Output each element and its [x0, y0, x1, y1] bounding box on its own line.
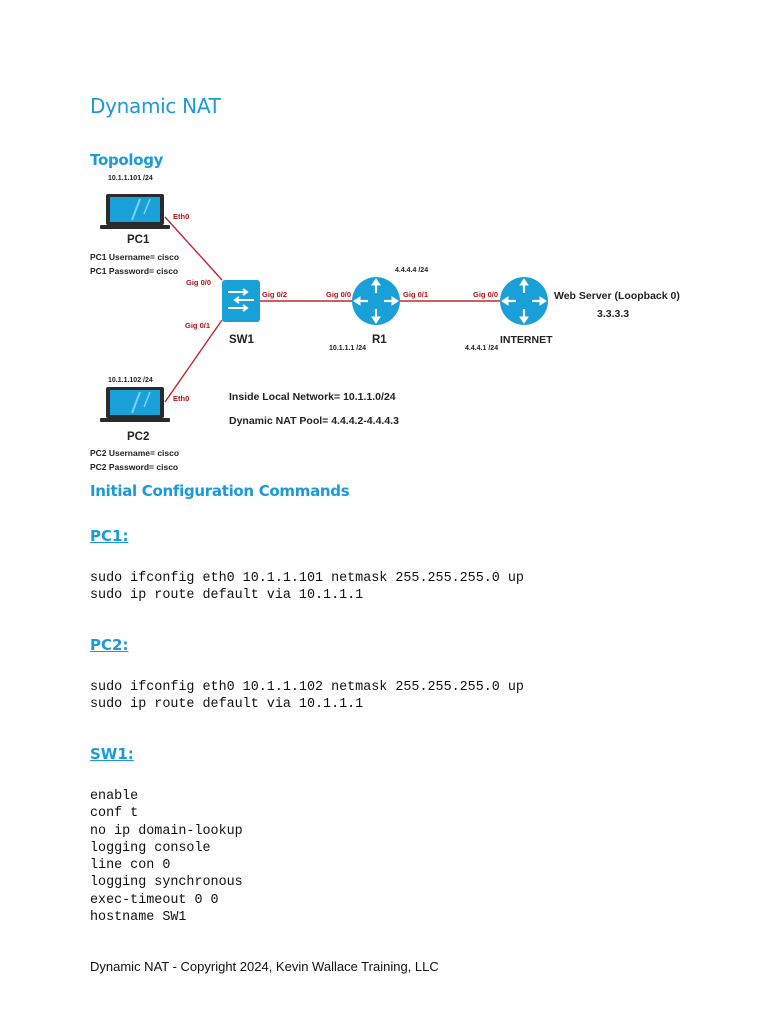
- sw1-port-r1-label: Gig 0/2: [262, 290, 287, 299]
- pc1-username-label: PC1 Username= cisco: [90, 252, 179, 262]
- section-label-sw1: SW1:: [90, 745, 134, 763]
- router-internet-icon: [500, 277, 548, 325]
- topology-diagram: 10.1.1.101 /24 PC1 PC1 Username= cisco P…: [90, 175, 680, 472]
- inside-network-note: Inside Local Network= 10.1.1.0/24: [229, 391, 396, 403]
- pc1-password-label: PC1 Password= cisco: [90, 266, 178, 276]
- page-title: Dynamic NAT: [90, 94, 221, 118]
- initial-config-heading: Initial Configuration Commands: [90, 482, 350, 500]
- sw1-port-pc2-label: Gig 0/1: [185, 321, 210, 330]
- switch-icon: [222, 280, 260, 322]
- network-links: [164, 216, 500, 403]
- internet-name-label: INTERNET: [500, 334, 553, 346]
- pc1-laptop-icon: [100, 194, 170, 229]
- section-label-pc1: PC1:: [90, 527, 129, 545]
- code-block-pc2: sudo ifconfig eth0 10.1.1.102 netmask 25…: [90, 680, 524, 713]
- topology-heading: Topology: [90, 151, 164, 169]
- pc2-username-label: PC2 Username= cisco: [90, 448, 179, 458]
- internet-port-label: Gig 0/0: [473, 290, 498, 299]
- pc1-interface-label: Eth0: [173, 212, 189, 221]
- page-footer: Dynamic NAT - Copyright 2024, Kevin Wall…: [90, 959, 439, 974]
- pc1-name-label: PC1: [127, 234, 150, 246]
- nat-pool-note: Dynamic NAT Pool= 4.4.4.2-4.4.4.3: [229, 415, 399, 427]
- web-server-label: Web Server (Loopback 0): [554, 290, 680, 302]
- sw1-port-pc1-label: Gig 0/0: [186, 278, 211, 287]
- link-pc2-sw1: [164, 319, 223, 403]
- sw1-name-label: SW1: [229, 334, 255, 346]
- pc1-ip-label: 10.1.1.101 /24: [108, 175, 153, 182]
- pc2-ip-label: 10.1.1.102 /24: [108, 377, 153, 384]
- link-pc1-sw1: [164, 216, 223, 281]
- internet-ip-label: 4.4.4.1 /24: [465, 345, 498, 352]
- r1-port-inside-label: Gig 0/0: [326, 290, 351, 299]
- pc2-name-label: PC2: [127, 431, 149, 443]
- r1-outside-ip-label: 4.4.4.4 /24: [395, 267, 428, 274]
- code-block-sw1: enable conf t no ip domain-lookup loggin…: [90, 789, 243, 926]
- pc2-laptop-icon: [100, 387, 170, 422]
- r1-name-label: R1: [372, 334, 387, 346]
- r1-port-outside-label: Gig 0/1: [403, 290, 428, 299]
- pc2-interface-label: Eth0: [173, 394, 189, 403]
- web-server-ip-label: 3.3.3.3: [597, 308, 629, 320]
- router-r1-icon: [352, 277, 400, 325]
- r1-inside-ip-label: 10.1.1.1 /24: [329, 345, 366, 352]
- code-block-pc1: sudo ifconfig eth0 10.1.1.101 netmask 25…: [90, 571, 524, 604]
- pc2-password-label: PC2 Password= cisco: [90, 462, 178, 472]
- section-label-pc2: PC2:: [90, 636, 129, 654]
